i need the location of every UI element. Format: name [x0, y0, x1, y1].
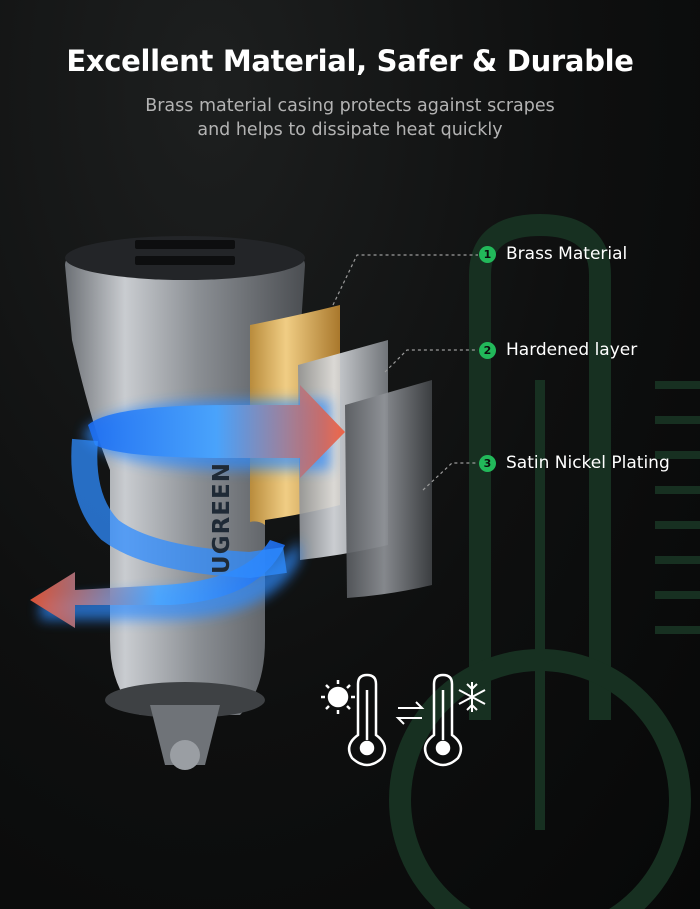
- thermometer-cold-icon: [423, 673, 486, 767]
- callout-label: Satin Nickel Plating: [506, 453, 670, 473]
- thermometer-hot-icon: [321, 673, 387, 767]
- usb-port-1: [135, 240, 235, 249]
- heat-flow-arrow-left: [30, 540, 285, 628]
- callout-number-badge: 1: [479, 245, 496, 263]
- nickel-layer: [345, 380, 432, 598]
- callout-number-badge: 3: [479, 454, 496, 472]
- swap-arrows-icon: [395, 701, 425, 725]
- subtitle-line-1: Brass material casing protects against s…: [145, 96, 555, 116]
- charger-tip: [150, 705, 220, 765]
- callout-label: Brass Material: [506, 244, 628, 264]
- callout-brass-material: 1 Brass Material: [479, 244, 627, 264]
- callout-label: Hardened layer: [506, 340, 638, 360]
- callout-number-badge: 2: [479, 341, 496, 359]
- subtitle-line-2: and helps to dissipate heat quickly: [197, 120, 503, 140]
- page-title: Excellent Material, Safer & Durable: [66, 44, 634, 78]
- callout-satin-nickel-plating: 3 Satin Nickel Plating: [479, 453, 670, 473]
- page-subtitle: Brass material casing protects against s…: [90, 94, 610, 142]
- usb-port-2: [135, 256, 235, 265]
- callout-hardened-layer: 2 Hardened layer: [479, 340, 637, 360]
- heat-flow-arrow-right: [88, 385, 345, 478]
